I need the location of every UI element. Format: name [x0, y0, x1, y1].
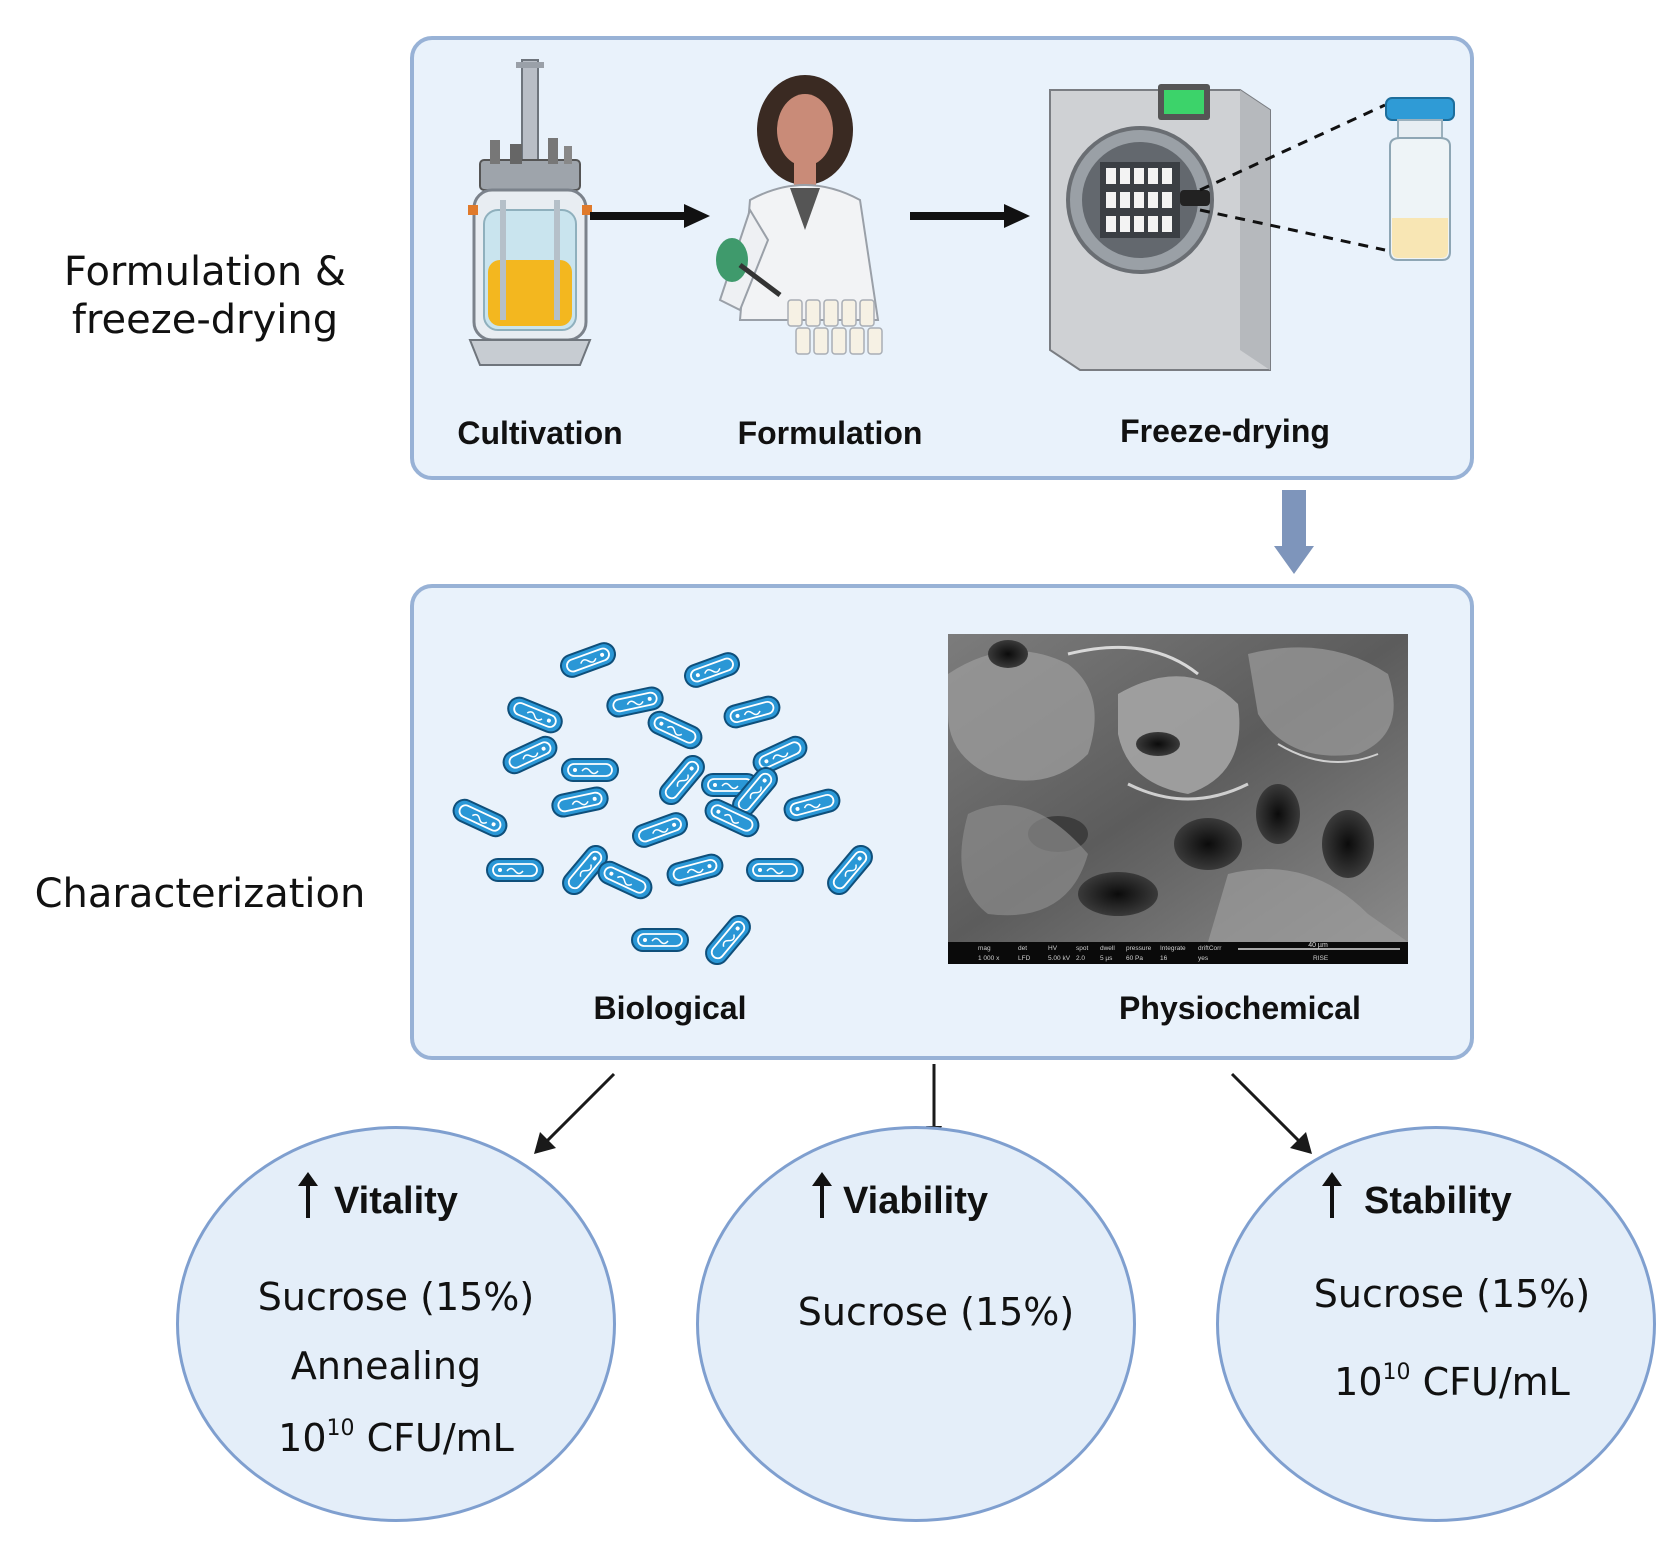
sem-meta-value: 5 µs [1100, 955, 1113, 962]
sem-scalebar-label: 40 µm [1308, 942, 1328, 949]
bacterium-icon [632, 812, 688, 848]
flow-arrow-2 [910, 204, 1030, 228]
sem-meta-label: pressure [1126, 945, 1152, 952]
step-label-cultivation: Cultivation [457, 415, 623, 451]
bacterium-icon [783, 788, 841, 822]
bacteria-cluster [452, 642, 873, 966]
panel-connector-arrow [1274, 490, 1314, 574]
physiochemical-label: Physiochemical [1119, 990, 1361, 1026]
arrow-to-stability [1230, 1072, 1312, 1154]
stability-cfu-exp: 10 [1382, 1360, 1411, 1385]
bacterium-icon [659, 754, 705, 806]
vitality-cfu: 1010 CFU/mL [256, 1416, 536, 1460]
stability-cfu: 1010 CFU/mL [1312, 1360, 1592, 1404]
sem-meta-value: yes [1198, 955, 1209, 962]
sem-meta-value: 1 000 x [978, 955, 1000, 962]
sem-meta-label: Integrate [1160, 945, 1186, 952]
bacterium-icon [597, 860, 653, 900]
sem-meta-label: driftCorr [1198, 945, 1222, 952]
stability-cfu-unit: CFU/mL [1410, 1360, 1570, 1404]
bacterium-icon [631, 928, 689, 952]
outcome-circle-stability [1216, 1126, 1656, 1522]
vial-icon [1385, 97, 1455, 261]
bacterium-icon [684, 652, 740, 688]
sem-meta-label: dwell [1100, 945, 1115, 952]
bacterium-icon [746, 858, 804, 882]
up-arrow-icon [298, 1172, 318, 1218]
outcome-circle-viability [696, 1126, 1136, 1522]
section-label-characterization: Characterization [34, 871, 366, 917]
vitality-title: Vitality [334, 1180, 458, 1222]
sem-meta-value: RISE [1313, 955, 1329, 962]
up-arrow-icon [1322, 1172, 1342, 1218]
outcome-circle-vitality [176, 1126, 616, 1522]
bacterium-icon [752, 735, 808, 775]
scientist-icon [716, 75, 883, 355]
section-label-formulation-line1: Formulation & [63, 249, 347, 295]
vitality-cfu-unit: CFU/mL [354, 1416, 514, 1460]
sem-meta-value: LFD [1018, 955, 1031, 962]
vitality-line-2: Annealing [290, 1344, 482, 1388]
bacterium-icon [502, 735, 558, 775]
vitality-cfu-exp: 10 [326, 1416, 355, 1441]
bacterium-icon [704, 798, 760, 838]
biological-label: Biological [593, 990, 747, 1026]
viability-line-1: Sucrose (15%) [797, 1290, 1075, 1334]
bacterium-icon [551, 786, 609, 818]
sem-meta-value: 16 [1160, 955, 1168, 962]
sem-meta-value: 2.0 [1076, 955, 1085, 962]
zoom-lines [1199, 103, 1386, 252]
bacterium-icon [562, 844, 608, 896]
sem-meta-label: det [1018, 945, 1027, 952]
vitality-cfu-base: 10 [278, 1416, 327, 1460]
viability-title: Viability [843, 1180, 989, 1222]
bacterium-icon [606, 686, 664, 718]
flow-arrow-1 [590, 204, 710, 228]
section-label-formulation-line2: freeze-drying [71, 297, 339, 343]
sem-meta-label: HV [1048, 945, 1058, 952]
sem-meta-value: 60 Pa [1126, 955, 1143, 962]
sem-micrograph: 40 µm mag det HV spot dwell pressure Integrate… [948, 634, 1408, 964]
sem-meta-label: mag [978, 945, 991, 952]
bacterium-icon [486, 858, 544, 882]
up-arrow-icon [812, 1172, 832, 1218]
stability-cfu-base: 10 [1334, 1360, 1383, 1404]
bacterium-icon [705, 914, 751, 966]
freeze-dryer-icon [1049, 84, 1271, 371]
bacterium-icon [827, 844, 873, 896]
bacterium-icon [452, 798, 508, 838]
stability-line-1: Sucrose (15%) [1313, 1272, 1591, 1316]
arrow-to-vitality [534, 1072, 616, 1154]
step-label-freeze-drying: Freeze-drying [1120, 413, 1330, 449]
stability-title: Stability [1364, 1180, 1512, 1222]
bacterium-icon [561, 758, 619, 782]
bacterium-icon [723, 695, 781, 729]
sem-meta-label: spot [1076, 945, 1088, 952]
bacterium-icon [647, 710, 703, 750]
step-label-formulation: Formulation [737, 415, 923, 451]
bacterium-icon [560, 642, 616, 678]
section-label-formulation: Formulation & freeze-drying [40, 248, 370, 344]
sem-meta-value: 5.00 kV [1048, 955, 1071, 962]
vitality-line-1: Sucrose (15%) [257, 1275, 535, 1319]
bacterium-icon [507, 696, 563, 734]
bacterium-icon [666, 853, 724, 887]
bioreactor-icon [468, 59, 592, 366]
